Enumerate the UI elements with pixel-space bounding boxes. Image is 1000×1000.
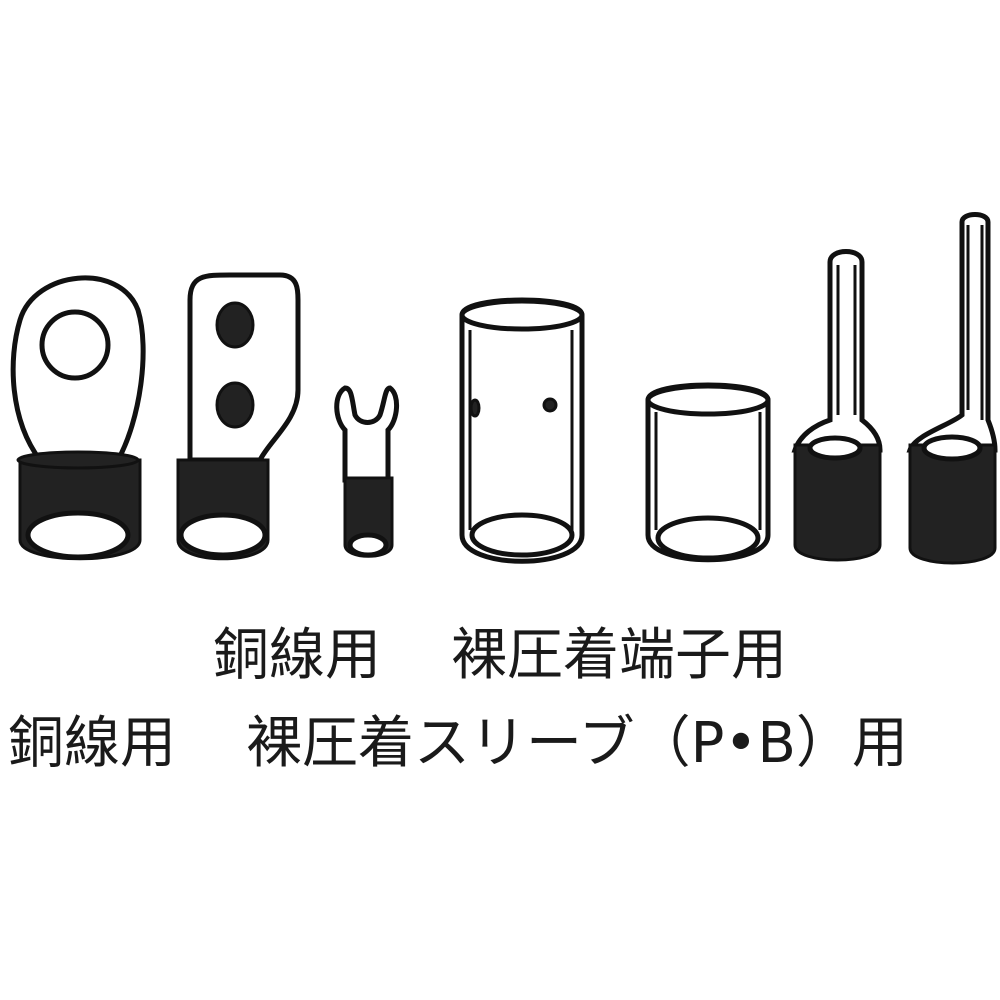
pin-terminal-long-icon	[906, 212, 998, 565]
ring-terminal-icon	[10, 275, 146, 561]
caption-2-product: 裸圧着スリーブ（P•B）用	[246, 711, 908, 776]
terminal-illustrations	[10, 212, 998, 565]
flag-terminal-icon	[176, 272, 301, 561]
long-sleeve-icon	[459, 297, 585, 564]
short-sleeve-icon	[645, 382, 771, 563]
caption-2-prefix: 銅線用	[8, 711, 176, 776]
caption-1-product: 裸圧着端子用	[451, 623, 787, 688]
caption-line-1: 銅線用 裸圧着端子用	[0, 624, 1000, 688]
caption-1-prefix: 銅線用	[213, 623, 381, 688]
spade-terminal-icon	[334, 385, 399, 558]
pin-terminal-icon	[791, 249, 883, 562]
caption-line-2: 銅線用 裸圧着スリーブ（P•B）用	[8, 712, 1000, 776]
